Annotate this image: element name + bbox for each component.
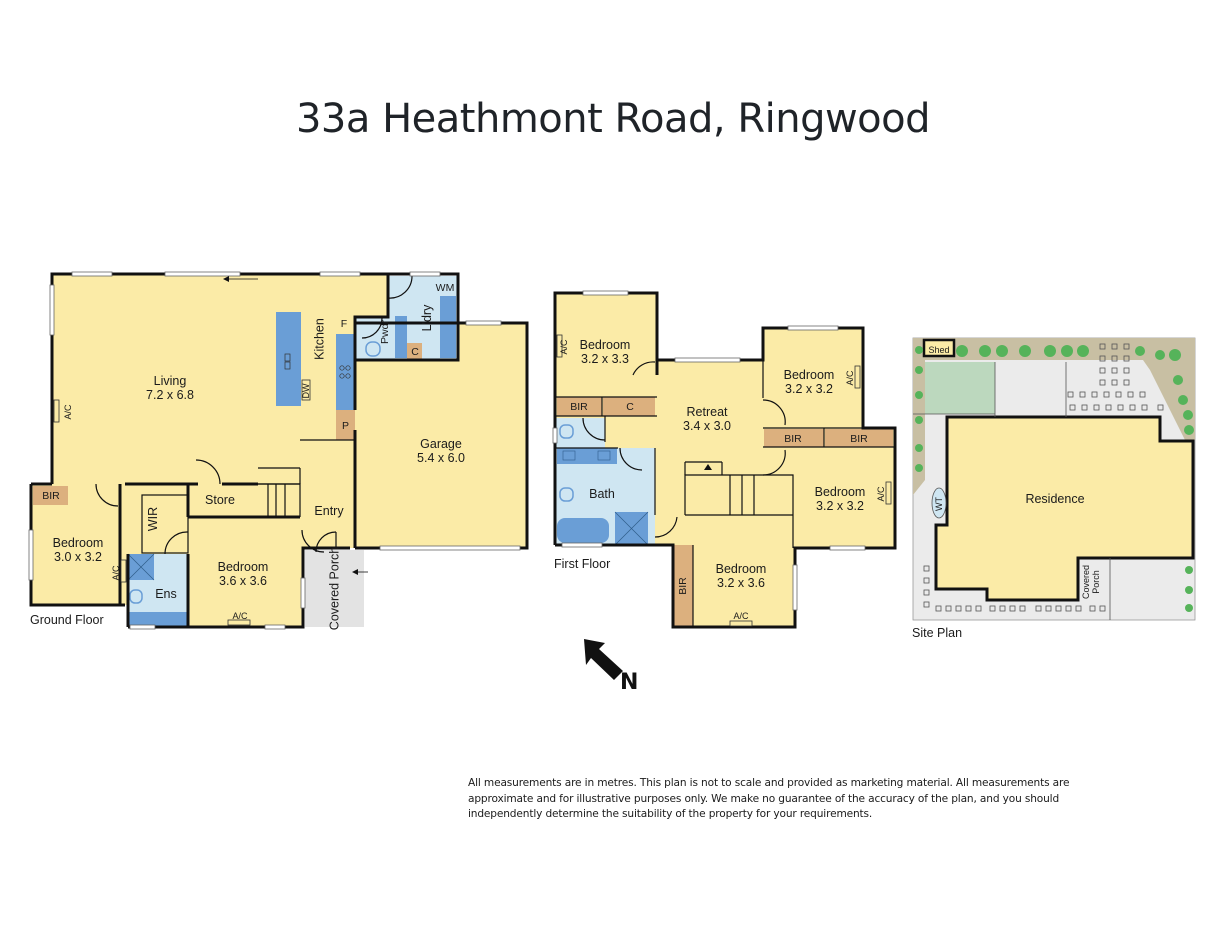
garden-corner [1143, 338, 1195, 440]
bathtub [557, 518, 609, 543]
shed [922, 338, 956, 358]
disclaimer-text: All measurements are in metres. This pla… [468, 777, 1070, 820]
residence-footprint [934, 415, 1195, 602]
shed-label: Shed [928, 345, 950, 355]
room-size: 3.2 x 3.2 [816, 499, 864, 513]
fridge-label: F [340, 318, 348, 330]
laundry-tub [395, 316, 407, 358]
garden-strip-top [913, 338, 1153, 360]
bir-ff-4 [673, 545, 693, 627]
ac-bedroom-main: A/C [232, 611, 248, 621]
bir-ff-1 [557, 397, 602, 416]
room-wir: WIR [146, 506, 160, 532]
ac-living: A/C [63, 404, 73, 420]
lawn [925, 362, 995, 414]
room-name: Bedroom [579, 338, 631, 352]
room-name: Bedroom [783, 368, 835, 382]
bir-ff-1-label: BIR [570, 401, 588, 413]
room-bedroom-main: Bedroom 3.6 x 3.6 [208, 560, 278, 588]
water-tank-label: WT [934, 497, 944, 511]
ac-ff-top-left: A/C [559, 339, 569, 355]
room-ensuite: Ens [155, 587, 177, 601]
bir-ff-2 [764, 429, 824, 447]
bir-left-label: BIR [42, 490, 60, 502]
room-size: 3.4 x 3.0 [683, 419, 731, 433]
pantry [336, 410, 355, 440]
room-name: Bedroom [715, 562, 767, 576]
kitchen-island [276, 312, 301, 406]
laundry-cupboard-label: C [411, 346, 419, 358]
room-name: Retreat [686, 405, 728, 419]
site-plan-caption: Site Plan [912, 626, 963, 640]
site-covered-porch-label: Covered Porch [1081, 564, 1101, 600]
room-living: Living 7.2 x 6.8 [135, 374, 205, 402]
room-size: 3.2 x 3.2 [785, 382, 833, 396]
room-name: Bedroom [217, 560, 269, 574]
ac-ff-top-right: A/C [845, 370, 855, 386]
room-covered-porch: Covered Porch [327, 546, 342, 631]
room-name: Living [153, 374, 187, 388]
room-store: Store [205, 493, 235, 507]
ac-bedroom-left: A/C [111, 565, 121, 581]
room-size: 3.0 x 3.2 [54, 550, 102, 564]
room-size: 3.2 x 3.6 [717, 576, 765, 590]
ground-floor-plan [28, 271, 529, 630]
ac-ff-right: A/C [876, 486, 886, 502]
residence-label: Residence [1025, 492, 1085, 506]
bir-ff-2-label: BIR [784, 433, 802, 445]
bir-ff-4-label: BIR [677, 577, 689, 595]
room-bedroom-left: Bedroom 3.0 x 3.2 [45, 536, 111, 564]
washing-machine-label: WM [435, 282, 455, 294]
covered-porch-area [305, 550, 364, 627]
room-size: 3.6 x 3.6 [219, 574, 267, 588]
room-size: 3.2 x 3.3 [581, 352, 629, 366]
room-name: Bedroom [814, 485, 866, 499]
water-tank [931, 487, 947, 519]
bir-ff-3 [825, 429, 893, 447]
ac-ff-bottom: A/C [733, 611, 749, 621]
room-bedroom-right: Bedroom 3.2 x 3.2 [805, 485, 875, 513]
room-name: Garage [420, 437, 462, 451]
north-arrow-icon [584, 639, 623, 680]
room-powder: Pwdr [379, 320, 391, 344]
room-bedroom-top-left: Bedroom 3.2 x 3.3 [570, 338, 640, 366]
room-kitchen: Kitchen [312, 318, 327, 360]
cupboard-ff [603, 397, 655, 416]
bir-left [33, 486, 68, 505]
room-bedroom-bottom: Bedroom 3.2 x 3.6 [706, 562, 776, 590]
kitchen-bench [336, 334, 355, 410]
dishwasher-label: DW [301, 383, 311, 399]
ensuite-vanity [128, 612, 188, 627]
room-garage: Garage 5.4 x 6.0 [405, 437, 477, 465]
room-size: 7.2 x 6.8 [146, 388, 194, 402]
first-floor-plan [552, 290, 897, 629]
room-entry: Entry [314, 504, 344, 518]
laundry-bench [440, 296, 456, 358]
room-size: 5.4 x 6.0 [417, 451, 465, 465]
room-bath: Bath [589, 487, 615, 501]
room-name: Bedroom [52, 536, 104, 550]
ground-floor-caption: Ground Floor [30, 613, 104, 627]
room-retreat: Retreat 3.4 x 3.0 [672, 405, 742, 433]
powder-toilet [365, 341, 381, 357]
bir-ff-3-label: BIR [850, 433, 868, 445]
room-laundry: L'dry [420, 304, 434, 332]
page-title: 33a Heathmont Road, Ringwood [295, 96, 931, 142]
cupboard-ff-label: C [626, 401, 634, 413]
compass-north-label: N [620, 670, 639, 695]
laundry-cupboard [407, 343, 422, 359]
first-floor-caption: First Floor [554, 557, 611, 571]
pantry-label: P [341, 420, 349, 432]
room-bedroom-top-right: Bedroom 3.2 x 3.2 [774, 368, 844, 396]
site-plan-drawing [912, 337, 1196, 621]
